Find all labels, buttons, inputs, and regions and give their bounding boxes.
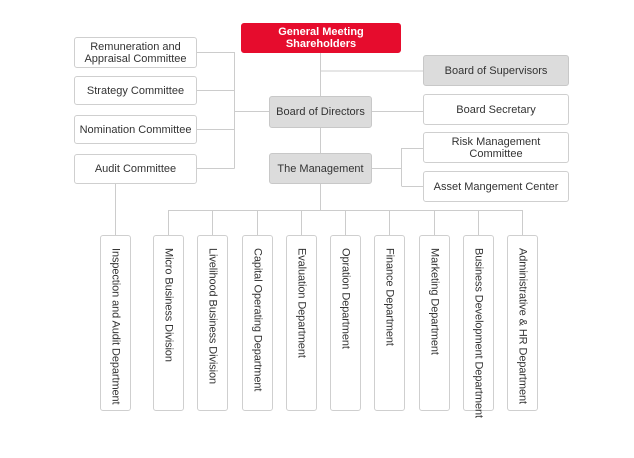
department-box-opration: Opration Department [330,235,361,411]
department-label: Opration Department [339,248,352,349]
nomination-committee-box: Nomination Committee [74,115,197,144]
department-label: Finance Department [383,248,396,346]
audit-committee-box: Audit Committee [74,154,197,184]
asset-management-center-label: Asset Mangement Center [433,180,559,193]
management-label: The Management [277,162,364,175]
asset-management-center-box: Asset Mangement Center [423,171,569,202]
board-of-directors-label: Board of Directors [276,106,365,118]
nomination-committee-label: Nomination Committee [79,123,192,136]
board-of-supervisors-box: Board of Supervisors [423,55,569,86]
remuneration-committee-box: Remuneration and Appraisal Committee [74,37,197,68]
department-label: Inspection and Audit Department [109,248,122,405]
department-box-marketing: Marketing Department [419,235,450,411]
department-box-business-development: Business Development Department [463,235,494,418]
department-box-livelihood-business: Livelihood Business Division [197,235,228,411]
risk-management-committee-label: Risk Management Committee [451,135,541,160]
department-box-capital-operating: Capital Operating Department [242,235,273,411]
shareholders-label: General Meeting Shareholders [278,26,364,50]
department-box-inspection: Inspection and Audit Department [100,235,131,411]
department-label: Marketing Department [428,248,441,355]
board-of-directors-box: Board of Directors [269,96,372,128]
strategy-committee-box: Strategy Committee [74,76,197,105]
department-box-administrative-hr: Administrative & HR Department [507,235,538,411]
department-label: Livelihood Business Division [206,248,219,384]
risk-management-committee-box: Risk Management Committee [423,132,569,163]
department-box-micro-business: Micro Business Division [153,235,184,411]
department-label: Evaluation Department [295,248,308,358]
audit-committee-label: Audit Committee [94,163,177,175]
management-box: The Management [269,153,372,184]
department-label: Administrative & HR Department [516,248,529,404]
board-of-supervisors-label: Board of Supervisors [444,64,548,77]
department-drop-lines [168,210,523,235]
board-secretary-label: Board Secretary [456,103,536,116]
department-box-evaluation: Evaluation Department [286,235,317,411]
department-label: Micro Business Division [162,248,175,362]
department-label: Business Development Department [472,248,485,418]
department-label: Capital Operating Department [251,248,264,392]
remuneration-committee-label: Remuneration and Appraisal Committee [84,40,187,65]
department-box-finance: Finance Department [374,235,405,411]
strategy-committee-label: Strategy Committee [86,84,185,97]
shareholders-box: General Meeting Shareholders [241,23,401,53]
board-secretary-box: Board Secretary [423,94,569,125]
